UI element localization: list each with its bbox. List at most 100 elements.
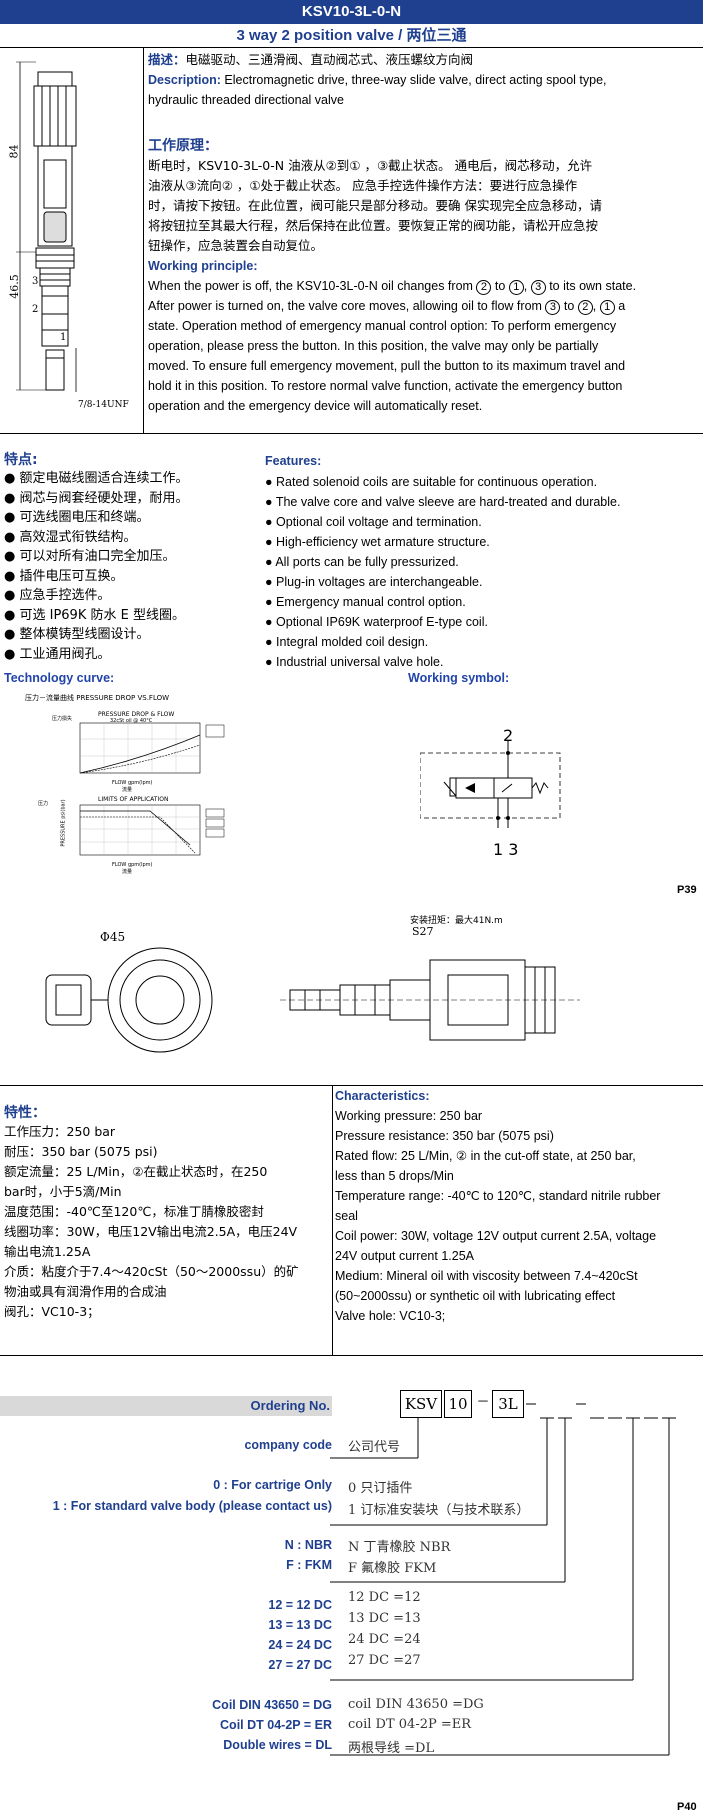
feature-text: 额定电磁线圈适合连续工作。: [19, 471, 189, 486]
bullet-icon: ●: [4, 549, 20, 564]
double-wires-cn: 两根导线 =DL: [348, 1741, 435, 1756]
dc13-label: 13 = 13 DC: [268, 1618, 332, 1632]
coil-din-label: Coil DIN 43650 = DG: [212, 1698, 332, 1712]
chart1-sub: 32cSt oil @ 40°C: [110, 718, 153, 724]
features-cn-list: ● 额定电磁线圈适合连续工作。● 阀芯与阀套经硬处理，耐用。● 可选线圈电压和终…: [4, 469, 259, 664]
chart-caption: 压力－流量曲线 PRESSURE DROP VS.FLOW: [25, 694, 170, 702]
text-line: Valve hole: VC10-3;: [335, 1309, 446, 1323]
text-line: Pressure resistance: 350 bar (5075 psi): [335, 1129, 554, 1143]
company-code-cn: 公司代号: [348, 1440, 401, 1455]
divider: [332, 1085, 333, 1355]
text-line: 介质：粘度介于7.4～420cSt（50～2000ssu）的矿: [4, 1264, 299, 1279]
principle-cn-title: 工作原理：: [148, 138, 218, 154]
feature-text: Optional coil voltage and termination.: [276, 515, 482, 529]
dim-84: 84: [7, 144, 21, 159]
feature-text: 整体模铸型线圈设计。: [19, 627, 150, 642]
feature-text: 可以对所有油口完全加压。: [19, 549, 176, 564]
feature-item: ● Integral molded coil design.: [265, 632, 700, 652]
bullet-icon: ●: [265, 555, 276, 569]
text-line: state. Operation method of emergency man…: [148, 319, 617, 333]
text-line: 额定流量：25 L/Min，②在截止状态时，在250: [4, 1164, 268, 1179]
bullet-icon: ●: [265, 635, 277, 649]
code-10: 10: [444, 1390, 472, 1418]
text-line: 将按钮拉至其最大行程，然后保持在此位置。要恢复正常的阀功能，请松开应急按: [148, 218, 599, 233]
thread-label: 7/8-14UNF: [78, 400, 129, 410]
principle-en-line1: When the power is off, the KSV10-3L-0-N …: [148, 279, 637, 295]
chart1-ylabel: 压力损失: [52, 716, 73, 722]
subtitle-bar: 3 way 2 position valve / 两位三通: [0, 24, 703, 48]
feature-item: ● Rated solenoid coils are suitable for …: [265, 472, 700, 492]
feature-text: Optional IP69K waterproof E-type coil.: [276, 615, 488, 629]
divider: [0, 433, 703, 434]
divider: [0, 1355, 703, 1356]
bullet-icon: ●: [4, 588, 20, 603]
bullet-icon: ●: [265, 655, 277, 669]
dc27-label: 27 = 27 DC: [268, 1658, 332, 1672]
nbr-cn: N 丁青橡胶 NBR: [348, 1540, 451, 1555]
valve-body-cn: 1 订标准安装块（与技术联系）: [348, 1503, 530, 1518]
fkm-cn: F 氟橡胶 FKM: [348, 1561, 437, 1576]
feature-item: ● 工业通用阀孔。: [4, 645, 259, 665]
nbr-label: N : NBR: [284, 1538, 332, 1552]
bullet-icon: ●: [265, 575, 277, 589]
port-1-label: 1: [60, 332, 67, 343]
divider: [143, 48, 144, 433]
text-line: operation and the emergency device will …: [148, 399, 483, 413]
company-code-label: company code: [244, 1438, 332, 1452]
feature-item: ● 阀芯与阀套经硬处理，耐用。: [4, 489, 259, 509]
feature-item: ● 额定电磁线圈适合连续工作。: [4, 469, 259, 489]
characteristics-en-title: Characteristics:: [335, 1089, 430, 1103]
ordering-bar: [0, 1396, 332, 1416]
model-title-bar: KSV10-3L-0-N: [0, 0, 703, 24]
feature-text: Industrial universal valve hole.: [276, 655, 444, 669]
page-p40: P40: [677, 1801, 697, 1813]
valve-side-drawing: [16, 61, 77, 392]
bullet-icon: ●: [4, 529, 20, 545]
feature-text: 工业通用阀孔。: [19, 646, 111, 662]
features-en-list: ● Rated solenoid coils are suitable for …: [265, 472, 700, 672]
text-line: 阀孔：VC10-3；: [4, 1304, 100, 1319]
feature-text: High-efficiency wet armature structure.: [276, 535, 490, 549]
chart2-ylabel: PRESSURE psi(bar): [60, 799, 67, 847]
feature-text: Emergency manual control option.: [276, 595, 466, 609]
principle-en-line2: After power is turned on, the valve core…: [148, 299, 626, 315]
ordering-bracket-lines: [330, 1403, 676, 1756]
symbol-port-1-3: 1 3: [493, 840, 519, 859]
feature-item: ● Industrial universal valve hole.: [265, 652, 700, 672]
dc24-label: 24 = 24 DC: [268, 1638, 332, 1652]
cartridge-only-label: 0 : For cartrige Only: [213, 1478, 332, 1492]
ordering-title: Ordering No.: [250, 1398, 330, 1413]
working-symbol: [420, 740, 561, 828]
feature-text: 可选线圈电压和终端。: [19, 510, 150, 525]
desc-cn-text: 电磁驱动、三通滑阀、直动阀芯式、液压螺纹方向阀: [185, 52, 474, 67]
bullet-icon: ●: [4, 646, 20, 662]
feature-text: The valve core and valve sleeve are hard…: [275, 495, 621, 509]
desc-en-text2: hydraulic threaded directional valve: [148, 93, 344, 107]
dc13-cn: 13 DC =13: [348, 1611, 421, 1626]
port-2-label: 2: [32, 304, 39, 315]
text-line: Coil power: 30W, voltage 12V output curr…: [335, 1229, 657, 1243]
text-line: Temperature range: -40℃ to 120℃, standar…: [335, 1189, 661, 1203]
chart2-xlabel-cn: 流量: [122, 869, 133, 875]
principle-en-title: Working principle:: [148, 259, 258, 273]
bullet-icon: ●: [265, 495, 276, 509]
port-3-label: 3: [32, 276, 39, 287]
feature-text: Plug-in voltages are interchangeable.: [276, 575, 483, 589]
text-line: Working pressure: 250 bar: [335, 1109, 483, 1123]
technology-curves: [79, 722, 225, 856]
code-ksv: KSV: [400, 1390, 442, 1418]
dc12-cn: 12 DC =12: [348, 1590, 421, 1605]
principle-en-text: state. Operation method of emergency man…: [148, 316, 700, 416]
symbol-port-2: 2: [503, 726, 514, 745]
hex-label: S27: [412, 925, 434, 938]
dc27-cn: 27 DC =27: [348, 1653, 421, 1668]
desc-en-text: Electromagnetic drive, three-way slide v…: [220, 73, 607, 87]
text-line: 温度范围：-40℃至120℃，标准丁腈橡胶密封: [4, 1204, 264, 1219]
feature-item: ● High-efficiency wet armature structure…: [265, 532, 700, 552]
page-p39: P39: [677, 884, 697, 896]
bullet-icon: ●: [265, 515, 277, 529]
feature-item: ● The valve core and valve sleeve are ha…: [265, 492, 700, 512]
code-dash: －: [476, 1395, 490, 1410]
dim-46-5: 46.5: [7, 274, 21, 299]
